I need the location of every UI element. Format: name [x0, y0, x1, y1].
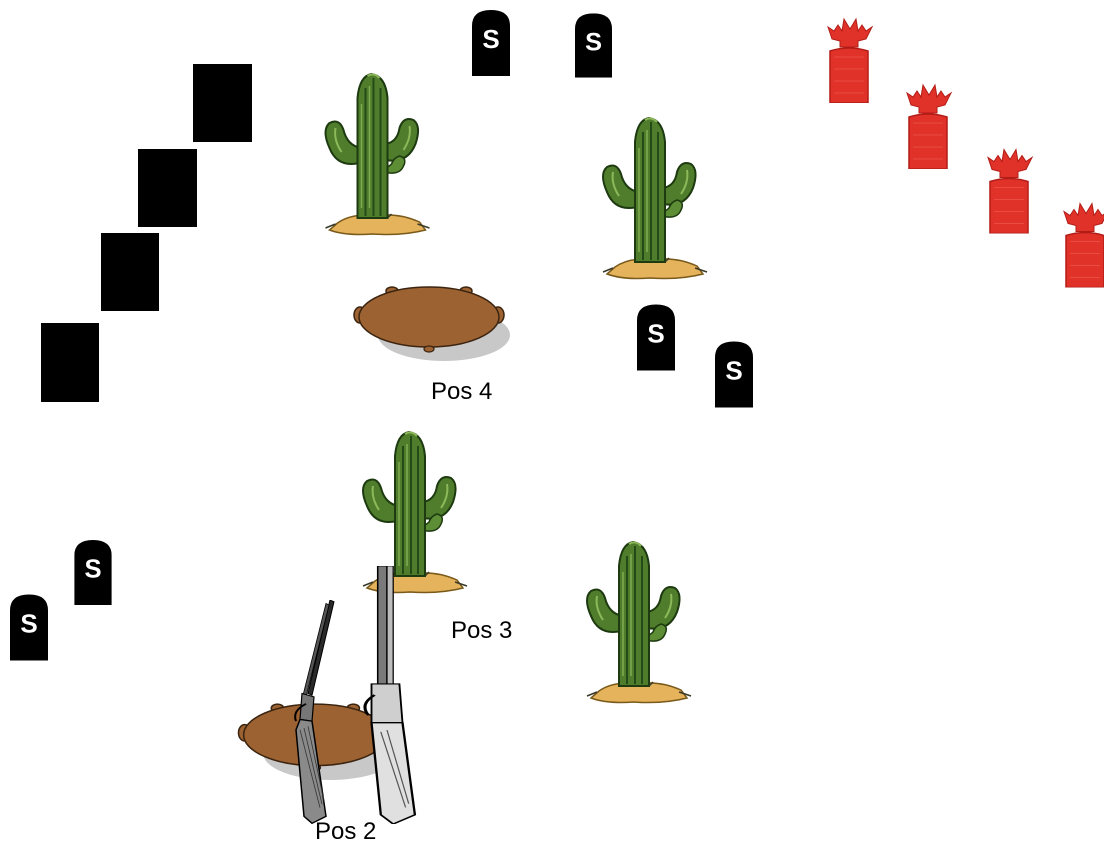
cowboy-silhouette-target-icon [822, 16, 876, 104]
tombstone-target-icon: S [74, 540, 112, 605]
tombstone-target-icon: S [575, 13, 612, 78]
saguaro-cactus-icon [569, 535, 699, 707]
tombstone-letter: S [725, 356, 742, 386]
rifle-icon [282, 600, 342, 825]
cowboy-silhouette-target-icon [1058, 196, 1104, 293]
tombstone-letter: S [84, 555, 101, 583]
tombstone-target-icon: S [715, 341, 753, 408]
tombstone-target-icon: S [472, 10, 510, 76]
tombstone-letter: S [585, 28, 602, 56]
cowboy-silhouette-target-icon [901, 81, 955, 171]
position-label-pos-4: Pos 4 [431, 378, 493, 405]
position-label-pos-3: Pos 3 [451, 617, 513, 644]
tombstone-target-icon: S [10, 594, 48, 661]
tombstone-target-icon: S [637, 304, 675, 371]
position-label-pos-2: Pos 2 [315, 818, 377, 845]
black-target-4 [41, 323, 99, 402]
black-target-3 [101, 233, 159, 311]
tombstone-letter: S [20, 609, 37, 639]
tombstone-letter: S [482, 24, 499, 54]
cowboy-silhouette-target-icon [982, 143, 1036, 238]
black-target-1 [193, 64, 252, 142]
black-target-2 [138, 149, 197, 227]
tombstone-letter: S [647, 319, 664, 349]
round-table-icon [352, 283, 517, 363]
shotgun-icon [356, 566, 418, 824]
saguaro-cactus-icon [305, 68, 440, 238]
saguaro-cactus-icon [585, 112, 715, 282]
